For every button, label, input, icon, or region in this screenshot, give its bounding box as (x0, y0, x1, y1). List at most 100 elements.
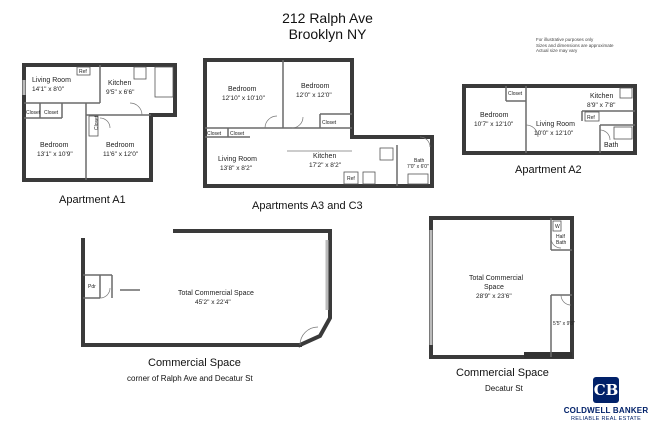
a1-closet3-label: Closet (94, 115, 100, 130)
a2-bedroom-dims: 10'7" x 12'10" (474, 121, 514, 128)
c2-w-label: W (555, 224, 560, 230)
a1-closet3-box (88, 115, 99, 137)
a3-bedroom2-dims: 12'0" x 12'0" (296, 92, 332, 99)
c1-door-swing-2 (299, 326, 319, 346)
c1-caption: Commercial Space (148, 357, 241, 369)
commercial-1-plan: Pdr Total Commercial Space 45'2" x 22'4"… (81, 229, 332, 383)
a2-kitchen-label: Kitchen (590, 93, 613, 100)
disclaimer-line-2: Sizes and dimensions are approximate (536, 42, 614, 48)
a3-closet3-label: Closet (230, 131, 245, 137)
coldwell-banker-logo: CB COLDWELL BANKER RELIABLE REAL ESTATE (560, 377, 652, 422)
a1-caption: Apartment A1 (59, 194, 126, 206)
a1-ref-label: Ref (79, 69, 87, 75)
a2-outer-wall (462, 84, 637, 155)
c2-subcaption: Decatur St (485, 384, 524, 393)
c2-label-line2: Space (484, 284, 504, 291)
a2-bedroom-label: Bedroom (480, 112, 509, 119)
a1-living-room-label: Living Room (32, 77, 71, 84)
a3-caption: Apartments A3 and C3 (252, 200, 363, 212)
apartment-a1-plan: Living Room 14'1" x 8'0" Ref Kitchen 9'5… (22, 63, 177, 206)
c2-door-swing (550, 237, 562, 249)
a3-interior-walls (205, 60, 398, 186)
a1-sink (133, 66, 147, 80)
a3-stove (379, 147, 394, 161)
a3-ref-label: Ref (347, 176, 355, 182)
apartment-a3-plan: Bedroom 12'10" x 10'10" Bedroom 12'0" x … (203, 58, 434, 212)
a3-bedroom1-dims: 12'10" x 10'10" (222, 95, 266, 102)
c1-subcaption: corner of Ralph Ave and Decatur St (127, 374, 253, 383)
a1-kitchen-label: Kitchen (108, 80, 131, 87)
a1-door-swing-2 (99, 117, 111, 129)
a2-living-room-label: Living Room (536, 121, 575, 128)
c2-dims: 28'9" x 23'6" (476, 293, 512, 300)
a2-door-swing (525, 124, 539, 138)
a3-door-swing (264, 115, 278, 129)
c2-half-bath-line1: Half (556, 234, 566, 240)
c2-w-box (552, 220, 562, 232)
a3-outer-wall (203, 58, 434, 188)
a3-bath-label: Bath (414, 158, 425, 164)
c2-caption: Commercial Space (456, 367, 549, 379)
a1-closet2-label: Closet (44, 110, 59, 116)
cb-logo-icon: CB (593, 377, 619, 403)
disclaimer-line-3: Actual size may vary (536, 48, 578, 53)
disclaimer-line-1: For illustrative purposes only (536, 37, 594, 42)
disclaimer: For illustrative purposes only Sizes and… (536, 37, 614, 54)
c1-interior-walls (83, 274, 140, 299)
a1-ref-box (76, 66, 91, 76)
a3-door-swing-3 (419, 136, 431, 148)
a2-bath-label: Bath (604, 142, 619, 149)
a3-closet1-label: Closet (322, 120, 337, 126)
a2-living-room-dims: 10'0" x 12'10" (534, 130, 574, 137)
a3-tub (407, 173, 429, 185)
address-line-2: Brooklyn NY (288, 26, 367, 42)
a1-closet1-label: Closet (26, 110, 41, 116)
a3-kitchen-dims: 17'2" x 8'2" (309, 162, 342, 169)
a1-bedroom2-label: Bedroom (106, 142, 135, 149)
logo-name: COLDWELL BANKER (563, 406, 649, 415)
a2-stove (619, 87, 633, 99)
a1-bedroom1-dims: 13'1" x 10'9" (37, 151, 73, 158)
a2-closet-label: Closet (508, 91, 523, 97)
a3-door-swing-2 (291, 116, 304, 129)
a1-kitchen-dims: 9'5" x 6'6" (106, 89, 135, 96)
c2-small-room-dims: 5'5" x 9'8" (553, 321, 575, 327)
a3-ref-box (343, 171, 359, 185)
c2-door-swing-2 (560, 294, 572, 306)
c2-half-bath-line2: Bath (556, 240, 567, 246)
a1-interior-walls (24, 65, 151, 180)
a3-living-room-label: Living Room (218, 156, 257, 163)
a3-bath-dims: 7'0" x 6'0" (407, 164, 429, 170)
a1-bedroom2-dims: 11'6" x 12'0" (103, 151, 139, 158)
a2-kitchen-dims: 8'9" x 7'8" (587, 102, 616, 109)
a1-living-room-dims: 14'1" x 8'0" (32, 86, 65, 93)
page-title: 212 Ralph Ave Brooklyn NY (0, 10, 655, 42)
a1-bath (154, 66, 174, 98)
c1-outer-wall-right (173, 229, 332, 348)
c2-label-line1: Total Commercial (469, 275, 524, 282)
a1-door-swing (129, 102, 143, 116)
a2-tub (613, 126, 633, 140)
a3-living-room-dims: 13'8" x 8'2" (220, 165, 253, 172)
a2-door-swing-2 (599, 129, 611, 141)
c1-dims: 45'2" x 22'4" (195, 299, 231, 306)
logo-sub: RELIABLE REAL ESTATE (570, 416, 642, 422)
a3-kitchen-label: Kitchen (313, 153, 336, 160)
a2-ref-box (584, 111, 600, 122)
a1-bedroom1-label: Bedroom (40, 142, 69, 149)
commercial-2-plan: W Half Bath Total Commercial Space 28'9"… (429, 216, 575, 393)
a3-bedroom2-label: Bedroom (301, 83, 330, 90)
a2-interior-walls (505, 86, 635, 153)
a3-sink (362, 171, 376, 185)
apartment-a2-plan: Closet Bedroom 10'7" x 12'10" Living Roo… (462, 84, 637, 176)
a2-caption: Apartment A2 (515, 164, 582, 176)
a3-bedroom1-label: Bedroom (228, 86, 257, 93)
c1-label-line1: Total Commercial Space (178, 290, 254, 297)
a3-closet2-label: Closet (207, 131, 222, 137)
c1-pdr-label: Pdr (88, 284, 96, 290)
address-line-1: 212 Ralph Ave (282, 10, 373, 26)
a2-ref-label: Ref (587, 115, 595, 121)
c1-door-swing (99, 287, 111, 299)
c2-interior-walls (550, 218, 572, 357)
